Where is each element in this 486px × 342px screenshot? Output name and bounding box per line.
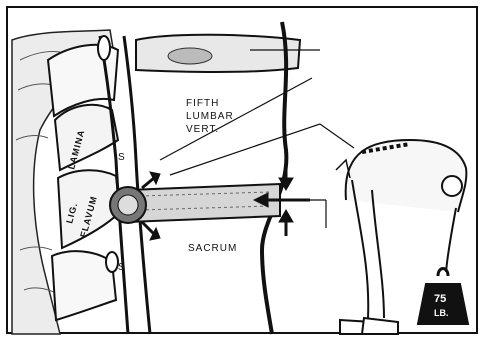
sacrum-label: SACRUM [188, 243, 237, 254]
lamina-plates [48, 45, 120, 320]
vertebral-body [136, 35, 300, 72]
s-upper-label: S [118, 152, 126, 163]
fifth-lumbar-label-1: FIFTH [186, 98, 219, 109]
fifth-lumbar-label-3: VERT. [186, 124, 219, 135]
nerve-root [110, 184, 280, 223]
s-lower-label: S [118, 262, 126, 273]
fifth-lumbar-label-2: LUMBAR [186, 111, 234, 122]
weight-value: 75 [434, 293, 446, 305]
weight-unit: LB. [434, 308, 449, 318]
